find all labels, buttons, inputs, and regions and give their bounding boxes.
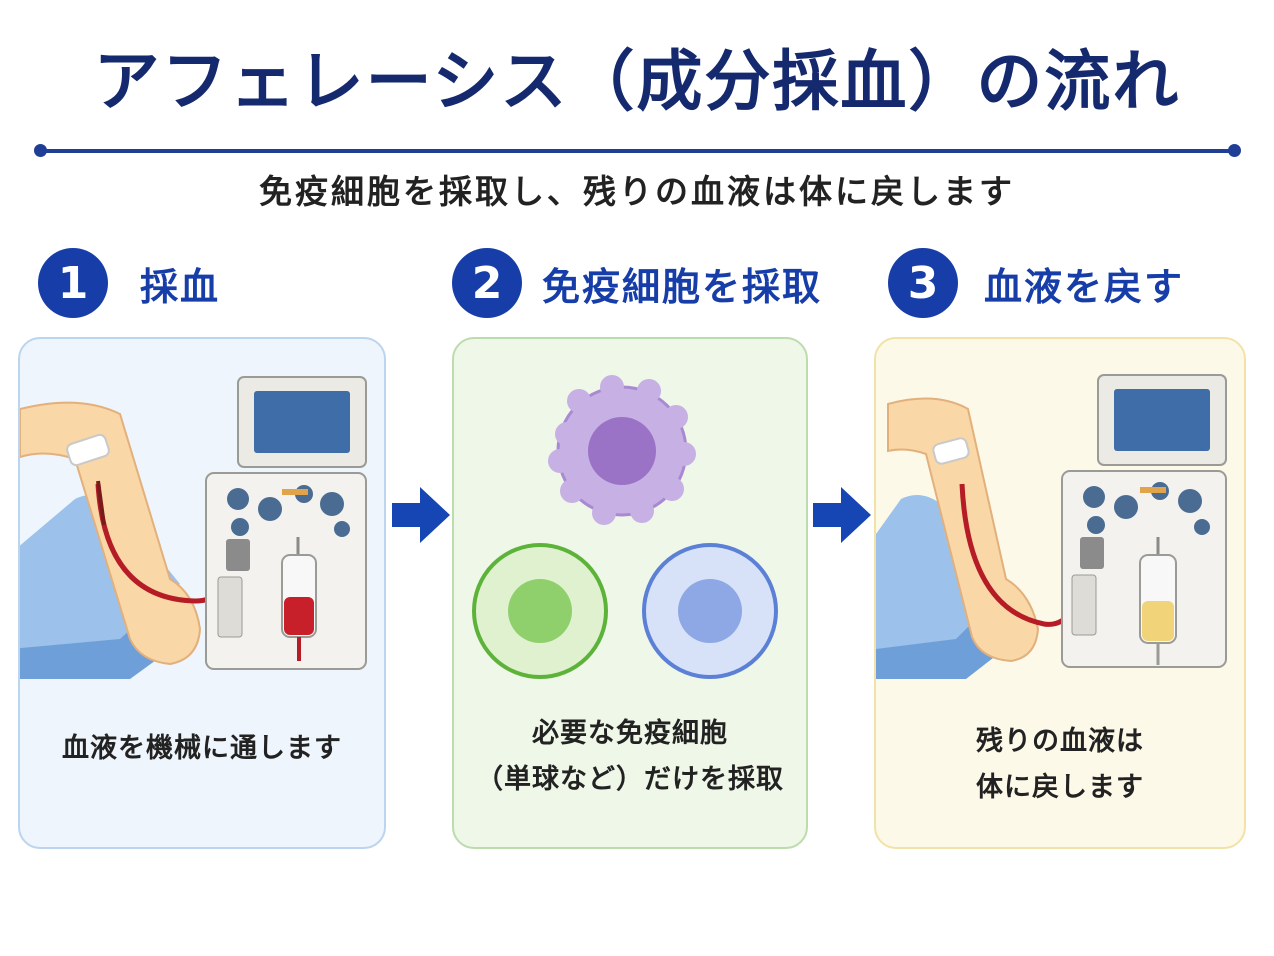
step-1-caption-line: 血液を機械に通します xyxy=(62,733,342,764)
right-arrow-icon xyxy=(392,487,450,543)
step-2-caption-line-2: （単球など）だけを採取 xyxy=(476,764,784,795)
purple-cell-icon xyxy=(548,375,696,525)
step-3-illustration xyxy=(876,374,1227,679)
step-1-number-badge: 1 xyxy=(38,248,108,318)
title-divider xyxy=(40,149,1235,153)
blood-bag-icon xyxy=(281,537,317,661)
green-cell-icon xyxy=(472,543,608,679)
step-1-illustration xyxy=(20,376,367,679)
blue-cell-icon xyxy=(642,543,778,679)
step-2-panel: 必要な免疫細胞 （単球など）だけを採取 xyxy=(452,337,808,849)
step-2-label: 免疫細胞を採取 xyxy=(542,264,823,309)
step-3-number-badge: 3 xyxy=(888,248,958,318)
step-2-number-badge: 2 xyxy=(452,248,522,318)
step-2-illustration xyxy=(472,375,778,679)
step-3-caption-line-2: 体に戻します xyxy=(976,772,1144,803)
step-3-panel: 残りの血液は 体に戻します xyxy=(874,337,1246,849)
right-arrow-icon xyxy=(813,487,871,543)
arm-icon xyxy=(20,401,202,666)
rule-right-dot xyxy=(1228,144,1241,157)
step-3-label: 血液を戻す xyxy=(984,264,1185,309)
step-1-caption: 血液を機械に通します xyxy=(20,726,384,772)
arm-icon xyxy=(887,397,1040,663)
step-2-header: 2 免疫細胞を採取 xyxy=(452,248,822,318)
step-1-panel: 血液を機械に通します xyxy=(18,337,386,849)
step-1-header: 1 採血 xyxy=(38,248,220,318)
page-subtitle: 免疫細胞を採取し、残りの血液は体に戻します xyxy=(259,172,1015,211)
page-title: アフェレーシス（成分採血）の流れ xyxy=(93,43,1181,120)
plasma-bag-icon xyxy=(1139,537,1177,665)
step-3-caption: 残りの血液は 体に戻します xyxy=(876,719,1244,811)
step-3-caption-line-1: 残りの血液は xyxy=(976,726,1144,757)
step-3-header: 3 血液を戻す xyxy=(888,248,1184,318)
step-2-caption-line-1: 必要な免疫細胞 xyxy=(532,718,728,749)
step-1-label: 採血 xyxy=(140,264,221,309)
step-2-caption: 必要な免疫細胞 （単球など）だけを採取 xyxy=(454,711,806,803)
